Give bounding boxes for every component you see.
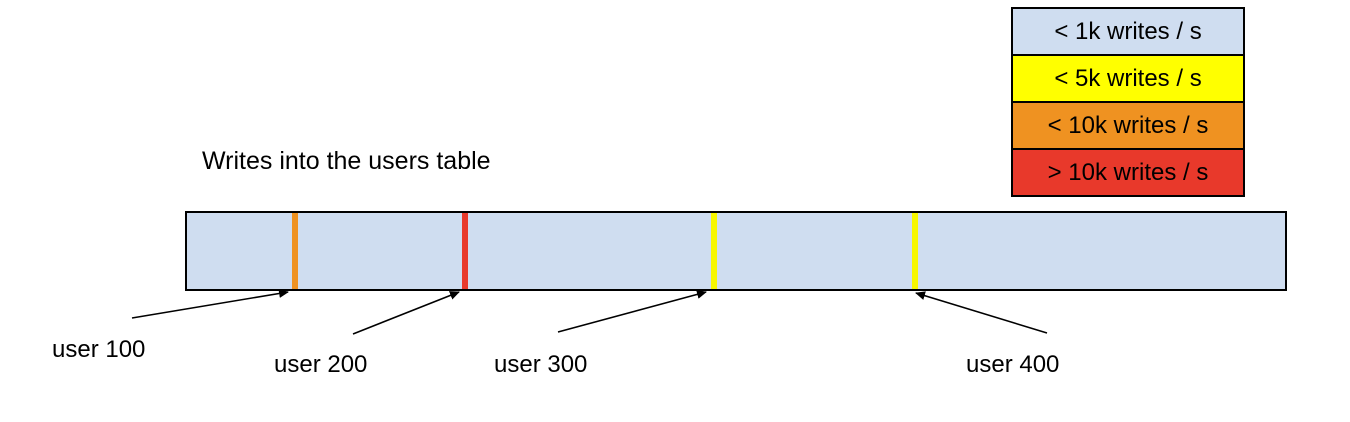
diagram-title: Writes into the users table [202, 147, 491, 175]
label-user-400: user 400 [966, 351, 1060, 378]
hotspot-marker-user-100 [292, 213, 298, 289]
arrow-user-100 [131, 289, 289, 319]
hotspot-marker-user-200 [462, 213, 468, 289]
users-table-bar [185, 211, 1287, 291]
legend-item-lt-1k: < 1k writes / s [1013, 9, 1243, 56]
legend-item-lt-1k-label: < 1k writes / s [1054, 17, 1202, 45]
legend-item-lt-10k-label: < 10k writes / s [1047, 111, 1209, 139]
hotspot-marker-user-400 [912, 213, 918, 289]
legend-item-lt-10k: < 10k writes / s [1013, 103, 1243, 150]
legend-item-lt-5k: < 5k writes / s [1013, 56, 1243, 103]
label-user-300: user 300 [494, 351, 588, 378]
label-user-100: user 100 [52, 336, 146, 363]
legend-item-lt-5k-label: < 5k writes / s [1054, 64, 1202, 92]
legend-item-gt-10k-label: > 10k writes / s [1047, 158, 1209, 186]
legend-item-gt-10k: > 10k writes / s [1013, 150, 1243, 195]
arrow-user-300 [557, 290, 707, 333]
arrow-user-400 [915, 291, 1048, 334]
legend: < 1k writes / s < 5k writes / s < 10k wr… [1011, 7, 1245, 197]
hotspot-marker-user-300 [711, 213, 717, 289]
label-user-200: user 200 [274, 351, 368, 378]
arrow-user-200 [352, 291, 460, 335]
